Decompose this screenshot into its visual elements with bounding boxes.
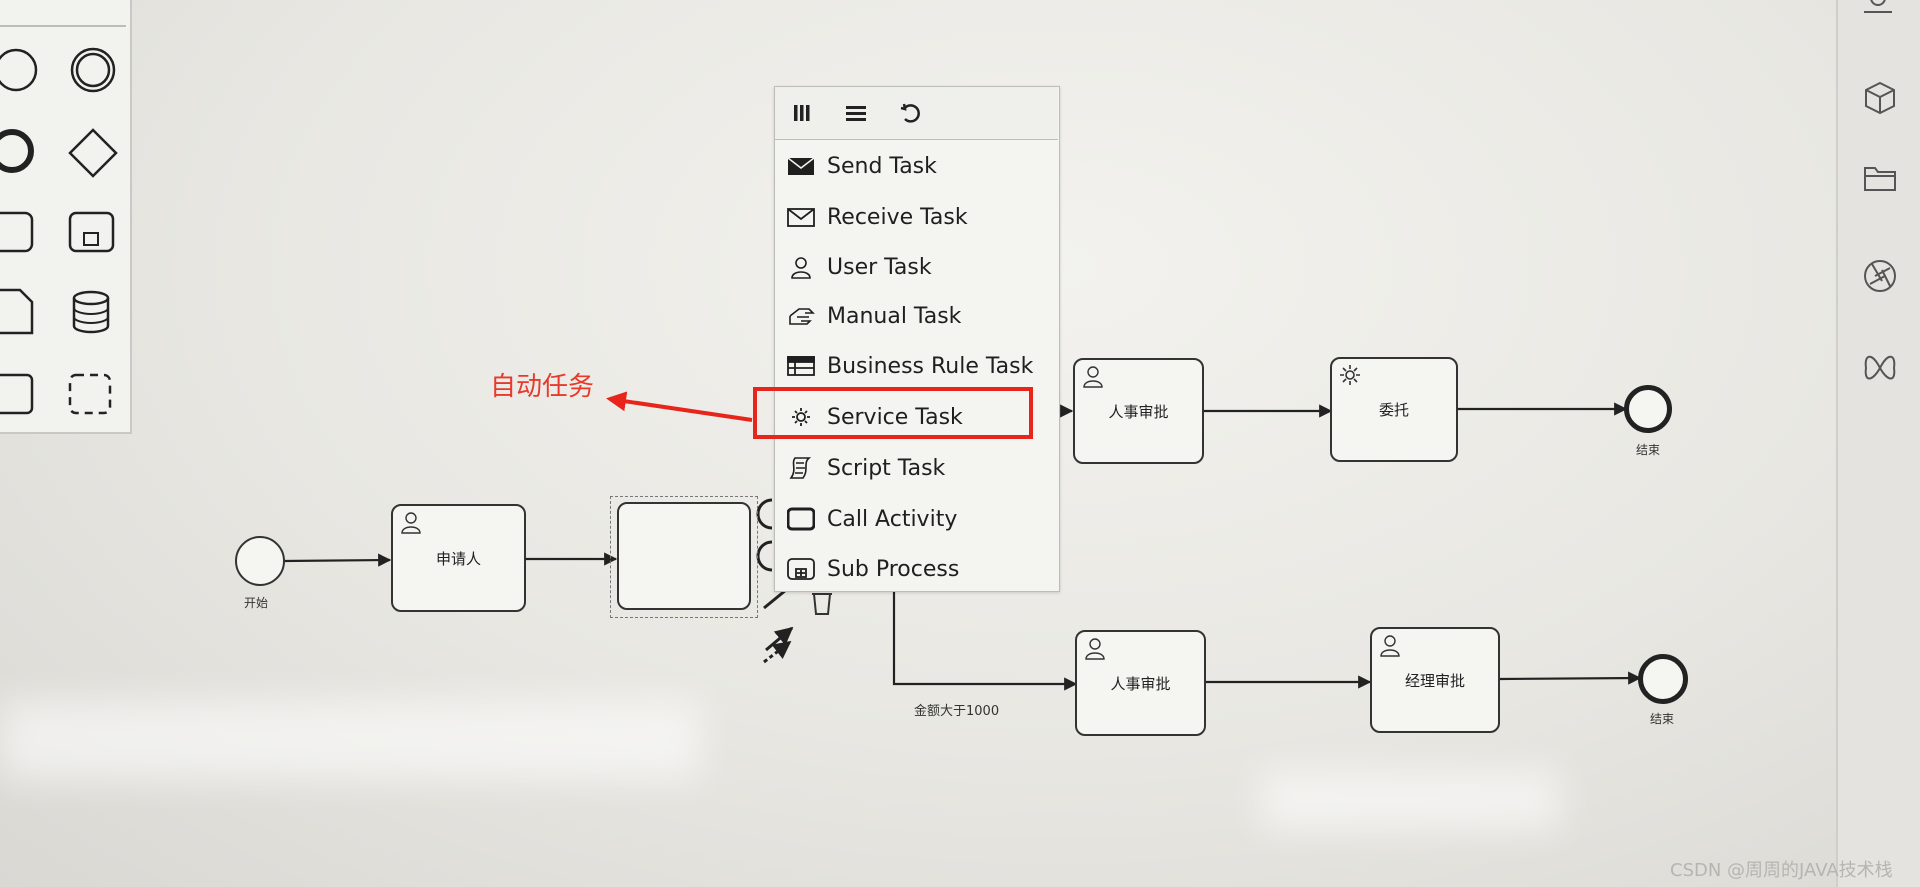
task-delegate[interactable]: 委托	[1330, 357, 1458, 462]
user-settings-icon[interactable]	[1860, 0, 1900, 30]
task-hr-approval-bottom[interactable]: 人事审批	[1075, 630, 1206, 736]
menu-item-call-activity[interactable]: Call Activity	[787, 498, 1057, 540]
pool-tool-icon	[0, 373, 34, 415]
aperture-icon[interactable]	[1860, 256, 1900, 296]
menu-item-label: Call Activity	[827, 506, 958, 532]
replace-menu: Send Task Receive Task User Task Manual …	[774, 86, 1060, 592]
menu-item-user-task[interactable]: User Task	[787, 246, 1057, 288]
envelope-outline-icon	[787, 208, 815, 227]
task-applicant[interactable]: 申请人	[391, 504, 526, 612]
group-tool-icon	[68, 373, 112, 415]
task-delegate-label: 委托	[1378, 401, 1409, 419]
flow-manager-to-end-bottom	[1499, 671, 1642, 685]
menu-item-receive-task[interactable]: Receive Task	[787, 196, 1057, 238]
screen-glare	[0, 700, 700, 780]
cube-icon[interactable]	[1860, 78, 1900, 118]
task-manager-approval-label: 经理审批	[1404, 671, 1465, 690]
menu-item-label: Sub Process	[827, 556, 960, 582]
annotation-text: 自动任务	[490, 372, 595, 402]
list-icon[interactable]	[841, 99, 871, 127]
start-event-label: 开始	[244, 596, 269, 610]
butterfly-icon[interactable]	[1860, 348, 1900, 388]
menu-item-label: Business Rule Task	[827, 353, 1034, 379]
replace-menu-header	[775, 87, 1058, 140]
end-event-top-label: 结束	[1636, 443, 1661, 457]
user-icon	[791, 257, 811, 279]
flow-to-hr-bottom	[892, 592, 1078, 691]
script-icon	[789, 457, 812, 479]
annotation-arrow	[606, 391, 753, 422]
menu-item-sub-process[interactable]: Sub Process	[787, 548, 1057, 590]
user-icon	[1083, 366, 1103, 388]
user-icon	[401, 512, 421, 534]
menu-item-script-task[interactable]: Script Task	[787, 447, 1057, 489]
columns-icon[interactable]	[787, 99, 817, 127]
menu-item-label: User Task	[827, 254, 932, 280]
intermediate-event-tool-icon	[70, 47, 116, 93]
hand-icon	[789, 308, 815, 325]
flow-condition-label: 金额大于1000	[914, 704, 1000, 719]
menu-item-label: Service Task	[827, 404, 963, 430]
table-icon	[787, 356, 815, 376]
right-toolbar	[1836, 0, 1920, 887]
task-hr-approval-top[interactable]: 人事审批	[1073, 358, 1204, 464]
context-pad-trash-icon	[812, 593, 832, 615]
task-manager-approval[interactable]: 经理审批	[1370, 627, 1500, 733]
task-selected-empty[interactable]	[617, 502, 751, 610]
data-object-tool-icon	[0, 288, 34, 335]
context-pad-connect-icon	[765, 626, 794, 652]
user-icon	[1085, 638, 1105, 660]
end-event-top[interactable]	[1624, 385, 1672, 433]
task-tool-icon	[0, 211, 34, 253]
flow-start-to-applicant	[283, 553, 392, 567]
start-event[interactable]	[235, 536, 285, 586]
menu-item-label: Receive Task	[827, 204, 968, 230]
folder-icon[interactable]	[1860, 158, 1900, 198]
task-hr-approval-bottom-label: 人事审批	[1110, 674, 1171, 693]
menu-item-label: Manual Task	[827, 303, 962, 329]
task-hr-approval-top-label: 人事审批	[1108, 402, 1169, 421]
subprocess-icon	[787, 558, 815, 580]
gear-icon	[792, 408, 810, 426]
task-applicant-label: 申请人	[435, 549, 481, 568]
palette-divider	[0, 25, 126, 27]
screen-glare	[1260, 770, 1560, 830]
context-pad-intermediate-icon	[756, 540, 773, 572]
tool-palette	[0, 0, 132, 434]
gateway-tool-icon	[68, 128, 118, 178]
rotate-icon[interactable]	[895, 99, 925, 127]
menu-item-label: Script Task	[827, 455, 946, 481]
end-event-bottom-label: 结束	[1650, 712, 1675, 726]
menu-item-business-rule-task[interactable]: Business Rule Task	[787, 345, 1057, 387]
start-event-tool-icon	[0, 48, 38, 92]
selection-outline	[610, 496, 758, 618]
subprocess-tool-icon	[68, 211, 115, 253]
context-pad-wrench-icon	[763, 588, 787, 610]
context-pad-event-icon	[756, 498, 773, 530]
watermark: CSDN @周周的JAVA技术栈	[1670, 860, 1893, 881]
menu-item-label: Send Task	[827, 153, 937, 179]
palette-tools	[0, 47, 118, 415]
menu-item-manual-task[interactable]: Manual Task	[787, 295, 1057, 337]
call-activity-icon	[787, 507, 815, 531]
end-event-bottom[interactable]	[1638, 654, 1688, 704]
user-icon	[1380, 635, 1400, 657]
menu-item-send-task[interactable]: Send Task	[787, 145, 1057, 187]
service-task-highlight	[753, 387, 1033, 439]
gear-icon	[1340, 365, 1360, 385]
envelope-filled-icon	[787, 157, 815, 175]
end-event-tool-icon	[0, 129, 34, 173]
menu-item-service-task[interactable]: Service Task	[787, 396, 1057, 438]
